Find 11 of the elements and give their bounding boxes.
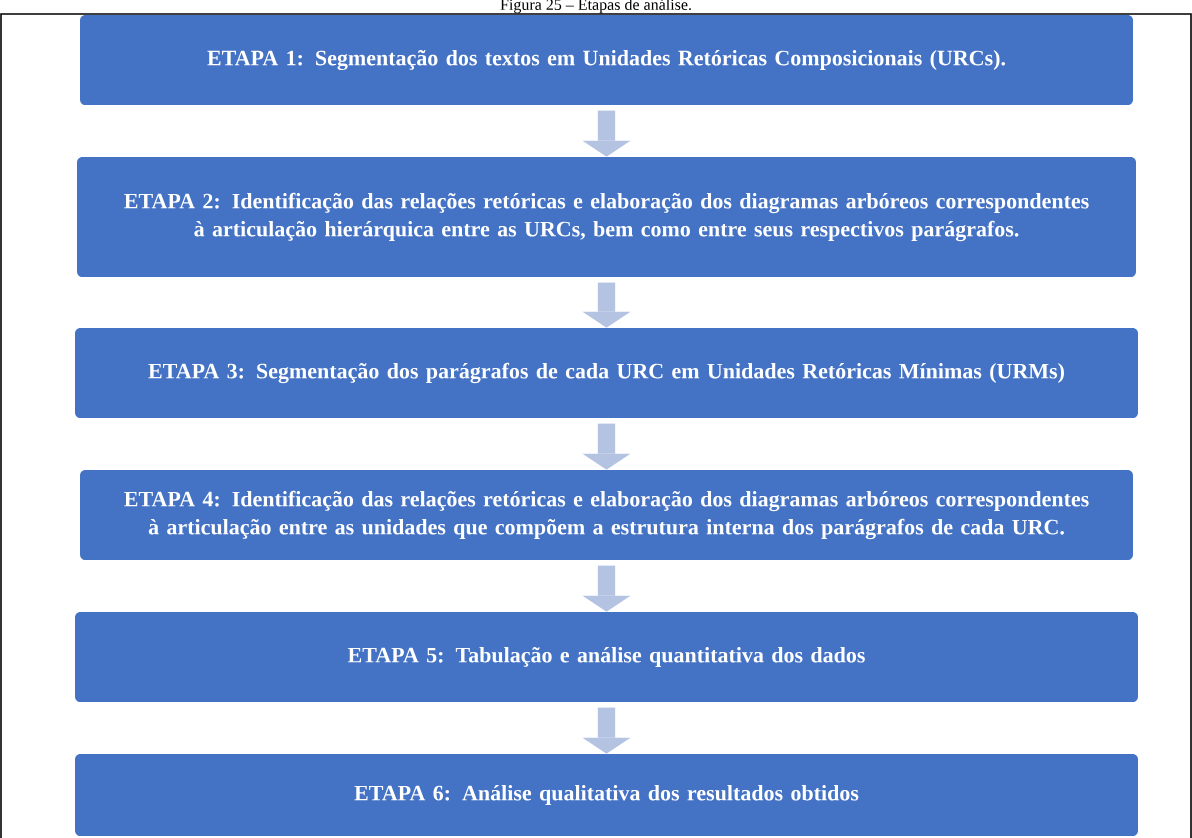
step-box: ETAPA 4: Identificação das relações retóricas e elaboração dos diagramas arbóreos correspondentes à articulação entre as unidades que compõem a estrutura interna dos parágrafos de cada URC. [80,470,1133,560]
step-box: ETAPA 3: Segmentação dos parágrafos de cada URC em Unidades Retóricas Mínimas (URMs) [75,328,1138,418]
step-box: ETAPA 5: Tabulação e análise quantitativa dos dados [75,612,1138,702]
down-arrow [582,565,631,612]
down-arrow [582,110,631,157]
step-box: ETAPA 1: Segmentação dos textos em Unidades Retóricas Composicionais (URCs). [80,15,1133,105]
step-box: ETAPA 6: Análise qualitativa dos resultados obtidos [75,754,1138,836]
step-box: ETAPA 2: Identificação das relações retóricas e elaboração dos diagramas arbóreos correspondentes à articulação hierárquica entre as URCs, bem como entre seus respectivos parágrafos. [77,157,1136,277]
down-arrow [582,282,631,328]
down-arrow [582,707,631,754]
down-arrow [582,423,631,470]
